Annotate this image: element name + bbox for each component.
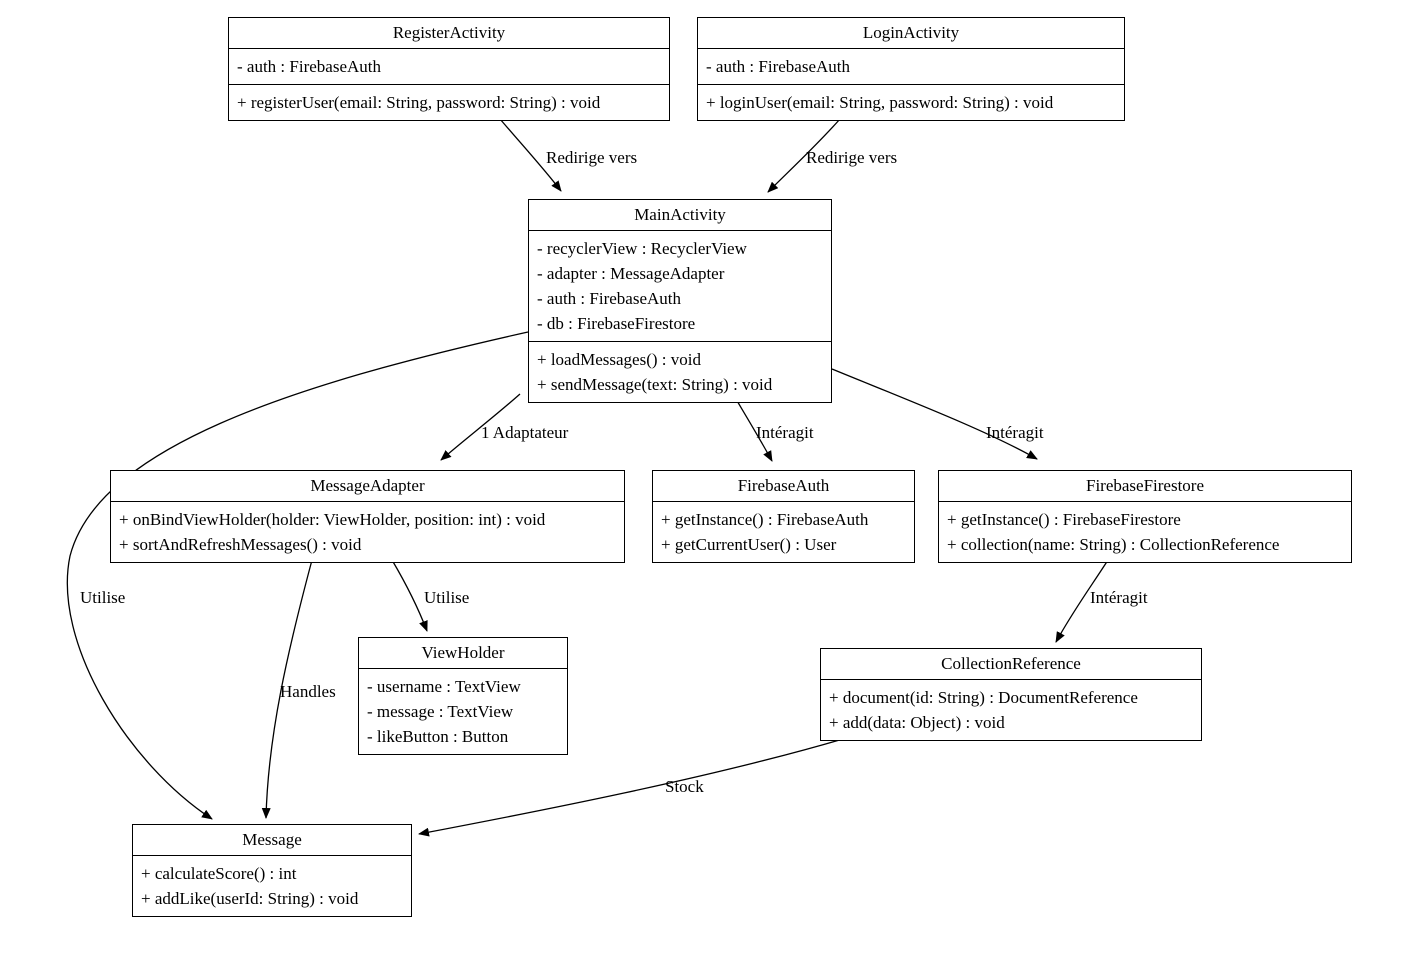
edge-messageadapter-message bbox=[261, 559, 313, 819]
attributes-compartment: - username : TextView - message : TextVi… bbox=[359, 669, 567, 754]
edge-label-redirige-vers-register: Redirige vers bbox=[546, 148, 638, 167]
edge-label-interagit-collection: Intéragit bbox=[1090, 588, 1148, 607]
class-attribute: - db : FirebaseFirestore bbox=[537, 314, 696, 333]
class-attribute: - auth : FirebaseAuth bbox=[537, 289, 681, 308]
class-box-registeractivity: RegisterActivity - auth : FirebaseAuth +… bbox=[228, 17, 670, 121]
class-method: + loadMessages() : void bbox=[537, 350, 701, 369]
class-title: FirebaseFirestore bbox=[939, 471, 1351, 502]
class-attribute: - likeButton : Button bbox=[367, 727, 509, 746]
class-method: + addLike(userId: String) : void bbox=[141, 889, 359, 908]
class-title: CollectionReference bbox=[821, 649, 1201, 680]
class-title: MessageAdapter bbox=[111, 471, 624, 502]
class-title: MainActivity bbox=[529, 200, 831, 231]
methods-compartment: + calculateScore() : int + addLike(userI… bbox=[133, 856, 411, 916]
methods-compartment: + registerUser(email: String, password: … bbox=[229, 84, 669, 120]
edge-label-utilise-message: Utilise bbox=[80, 588, 126, 607]
class-box-firebaseauth: FirebaseAuth + getInstance() : FirebaseA… bbox=[652, 470, 915, 563]
class-box-message: Message + calculateScore() : int + addLi… bbox=[132, 824, 412, 917]
class-method: + onBindViewHolder(holder: ViewHolder, p… bbox=[119, 510, 546, 529]
methods-compartment: + loginUser(email: String, password: Str… bbox=[698, 84, 1124, 120]
class-method: + document(id: String) : DocumentReferen… bbox=[829, 688, 1138, 707]
methods-compartment: + getInstance() : FirebaseAuth + getCurr… bbox=[653, 502, 914, 562]
class-title: LoginActivity bbox=[698, 18, 1124, 49]
class-title: Message bbox=[133, 825, 411, 856]
class-method: + loginUser(email: String, password: Str… bbox=[706, 93, 1054, 112]
edge-loginactivity-mainactivity bbox=[767, 118, 841, 193]
class-attribute: - recyclerView : RecyclerView bbox=[537, 239, 747, 258]
methods-compartment: + onBindViewHolder(holder: ViewHolder, p… bbox=[111, 502, 624, 562]
class-method: + collection(name: String) : CollectionR… bbox=[947, 535, 1280, 554]
class-box-loginactivity: LoginActivity - auth : FirebaseAuth + lo… bbox=[697, 17, 1125, 121]
class-method: + sendMessage(text: String) : void bbox=[537, 375, 773, 394]
edge-label-utilise-viewholder: Utilise bbox=[424, 588, 470, 607]
attributes-compartment: - auth : FirebaseAuth bbox=[698, 49, 1124, 84]
edge-mainactivity-firebasefirestore bbox=[831, 368, 1038, 460]
class-attribute: - username : TextView bbox=[367, 677, 521, 696]
class-method: + getCurrentUser() : User bbox=[661, 535, 837, 554]
methods-compartment: + getInstance() : FirebaseFirestore + co… bbox=[939, 502, 1351, 562]
class-method: + calculateScore() : int bbox=[141, 864, 297, 883]
edge-label-handles: Handles bbox=[280, 682, 336, 701]
edge-label-stock: Stock bbox=[665, 777, 704, 796]
class-title: FirebaseAuth bbox=[653, 471, 914, 502]
edge-firebasefirestore-collectionreference bbox=[1055, 559, 1109, 643]
class-attribute: - auth : FirebaseAuth bbox=[706, 57, 850, 76]
attributes-compartment: - auth : FirebaseAuth bbox=[229, 49, 669, 84]
class-method: + getInstance() : FirebaseAuth bbox=[661, 510, 869, 529]
class-box-mainactivity: MainActivity - recyclerView : RecyclerVi… bbox=[528, 199, 832, 403]
class-title: RegisterActivity bbox=[229, 18, 669, 49]
class-attribute: - adapter : MessageAdapter bbox=[537, 264, 725, 283]
class-box-viewholder: ViewHolder - username : TextView - messa… bbox=[358, 637, 568, 755]
edge-label-interagit-auth: Intéragit bbox=[756, 423, 814, 442]
edge-mainactivity-messageadapter bbox=[440, 393, 521, 461]
class-method: + getInstance() : FirebaseFirestore bbox=[947, 510, 1181, 529]
methods-compartment: + loadMessages() : void + sendMessage(te… bbox=[529, 341, 831, 402]
attributes-compartment: - recyclerView : RecyclerView - adapter … bbox=[529, 231, 831, 341]
class-attribute: - message : TextView bbox=[367, 702, 514, 721]
class-box-messageadapter: MessageAdapter + onBindViewHolder(holder… bbox=[110, 470, 625, 563]
methods-compartment: + document(id: String) : DocumentReferen… bbox=[821, 680, 1201, 740]
edge-label-adaptateur: 1 Adaptateur bbox=[481, 423, 569, 442]
edge-label-interagit-firestore: Intéragit bbox=[986, 423, 1044, 442]
class-box-collectionreference: CollectionReference + document(id: Strin… bbox=[820, 648, 1202, 741]
class-method: + registerUser(email: String, password: … bbox=[237, 93, 601, 112]
class-attribute: - auth : FirebaseAuth bbox=[237, 57, 381, 76]
edge-registeractivity-mainactivity bbox=[499, 118, 562, 192]
class-method: + add(data: Object) : void bbox=[829, 713, 1005, 732]
edge-collectionreference-message bbox=[418, 738, 844, 837]
edge-mainactivity-message bbox=[66, 331, 529, 820]
class-box-firebasefirestore: FirebaseFirestore + getInstance() : Fire… bbox=[938, 470, 1352, 563]
edge-messageadapter-viewholder bbox=[391, 559, 428, 632]
edge-label-redirige-vers-login: Redirige vers bbox=[806, 148, 898, 167]
class-title: ViewHolder bbox=[359, 638, 567, 669]
class-method: + sortAndRefreshMessages() : void bbox=[119, 535, 362, 554]
